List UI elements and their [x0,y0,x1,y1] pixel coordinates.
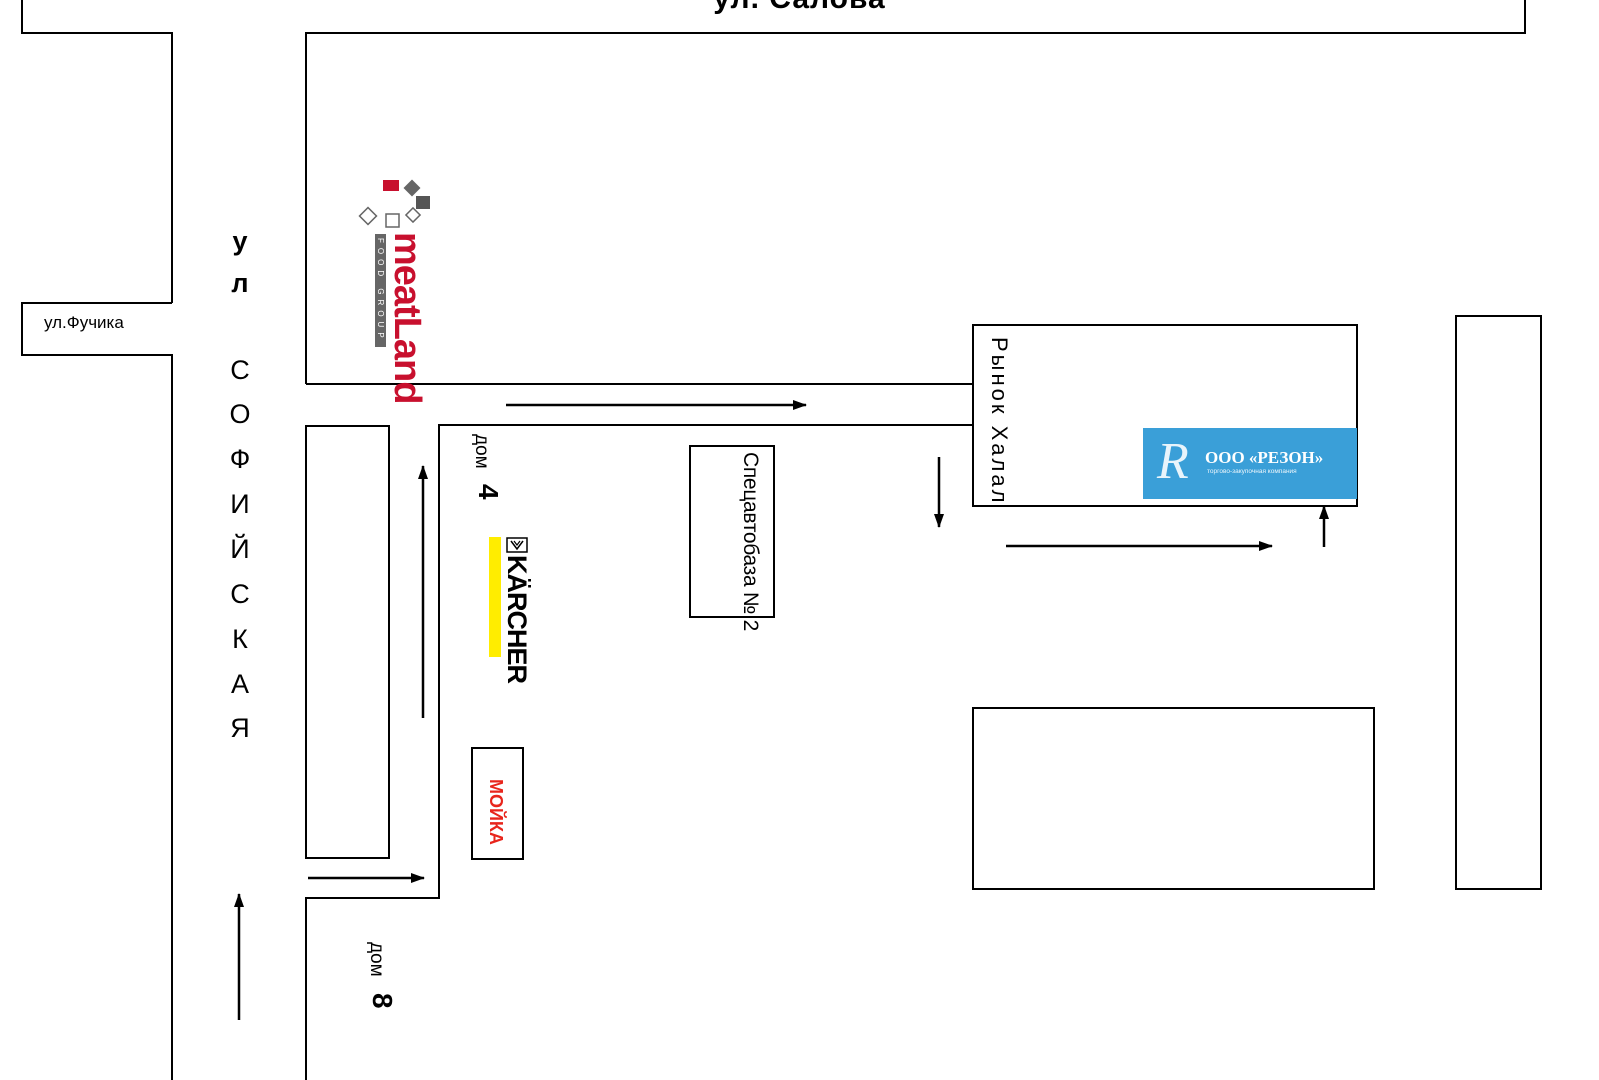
specavtobaza-box [689,445,775,618]
house-4-label: дом [471,434,492,469]
moika-label: МОЙКА [486,779,506,845]
lower-right-block [972,707,1375,890]
rezon-letter-icon: R [1157,433,1189,490]
meatland-sub: FOOD GROUP [375,234,386,347]
fuchika-street-edge [21,302,173,1080]
far-right-block [1455,315,1542,890]
meatland-name: meatLand [386,232,428,404]
sofia-letter: И [230,489,250,519]
sofia-letter: С [230,355,250,385]
specavtobaza-label: Спецавтобаза № 2 [739,452,762,632]
rynok-label: Рынок Халал [987,337,1012,506]
top-block-right [305,0,1526,384]
rezon-logo: R ООО «РЕЗОН» торгово-закупочная компани… [1143,428,1357,499]
sofia-letter: А [230,669,249,699]
sofia-letter: С [230,579,250,609]
rynok-building [972,324,1358,507]
street-label-salova: ул. Салова [0,0,1599,16]
sofia-letter: Я [230,713,250,743]
sofia-letter: Ф [229,444,251,474]
karcher-name: KÄRCHER [502,555,532,683]
top-block-outline [21,0,173,303]
island-block [305,425,390,859]
meatland-icon [358,179,430,228]
sofia-letter: л [231,268,249,298]
sofia-letter: Й [230,534,250,564]
street-label-fuchika: ул.Фучика [44,313,124,332]
sofia-letter: К [232,624,248,654]
karcher-yellow-bar [489,537,501,657]
sofia-letter: О [229,399,251,429]
sofia-letter: у [232,226,248,256]
rezon-name: ООО «РЕЗОН» [1205,448,1324,467]
road-bottom-edge [305,424,973,1080]
moika-box [471,747,524,860]
house-8-number: 8 [367,993,398,1009]
house-8-label: дом [366,942,387,977]
rezon-subtitle: торгово-закупочная компания [1207,468,1297,475]
house-4-number: 4 [473,484,504,500]
karcher-mark-icon [506,537,528,553]
